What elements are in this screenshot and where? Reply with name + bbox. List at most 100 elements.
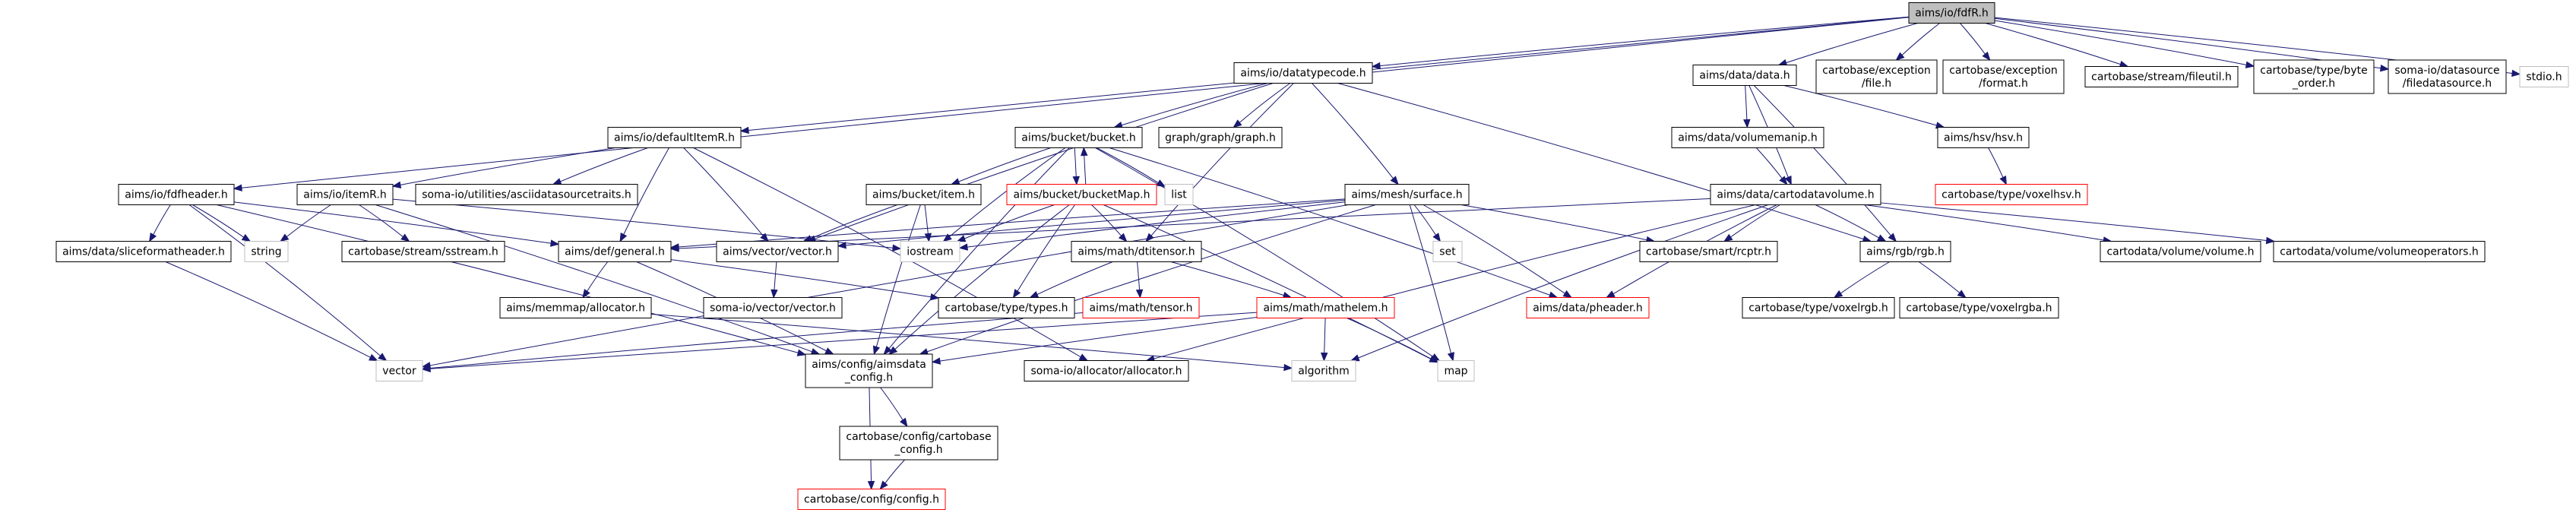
edge-fdfheader-to-vector xyxy=(188,204,388,362)
edge-bucketMap-to-map xyxy=(1103,204,1439,363)
node-label: string xyxy=(251,246,281,258)
node-voxelrgb[interactable]: cartobase/type/voxelrgb.h xyxy=(1742,297,1895,318)
node-label: cartobase/smart/rcptr.h xyxy=(1646,246,1771,258)
node-label: cartobase/type/voxelrgb.h xyxy=(1748,302,1888,315)
node-box xyxy=(900,241,960,262)
node-fileutil[interactable]: cartobase/stream/fileutil.h xyxy=(2084,66,2239,87)
node-asciids[interactable]: soma-io/utilities/asciidatasourcetraits.… xyxy=(415,184,638,205)
node-label: /filedatasource.h xyxy=(2403,78,2492,90)
node-hsv[interactable]: aims/hsv/hsv.h xyxy=(1937,127,2030,148)
node-voxelrgba[interactable]: cartobase/type/voxelrgba.h xyxy=(1899,297,2059,318)
node-memmap[interactable]: aims/memmap/allocator.h xyxy=(499,297,652,318)
edge-surface-to-rcptr xyxy=(1460,204,1656,244)
node-fdfheader[interactable]: aims/io/fdfheader.h xyxy=(118,184,235,205)
node-label: map xyxy=(1444,366,1467,378)
edge-bucketMap-to-aimsconfig xyxy=(888,204,1070,355)
node-mathelem[interactable]: aims/math/mathelem.h xyxy=(1256,297,1395,318)
node-label: aims/data/sliceformatheader.h xyxy=(62,246,225,258)
node-filedatasource[interactable]: soma-io/datasource/filedatasource.h xyxy=(2388,59,2507,94)
node-somavector[interactable]: soma-io/vector/vector.h xyxy=(703,297,843,318)
edge-rgb-to-voxelrgba xyxy=(1918,261,1967,299)
node-voxelhsv[interactable]: cartobase/type/voxelhsv.h xyxy=(1935,184,2088,205)
node-rcptr[interactable]: cartobase/smart/rcptr.h xyxy=(1639,241,1778,262)
node-label: _config.h xyxy=(894,444,942,456)
node-byteorder[interactable]: cartobase/type/byte_order.h xyxy=(2253,59,2375,94)
node-aimsconfig[interactable]: aims/config/aimsdata_config.h xyxy=(805,353,933,388)
edge-bucket-to-aimsconfig xyxy=(883,147,1070,356)
edge-mathelem-to-map xyxy=(1347,318,1439,362)
node-pheader[interactable]: aims/data/pheader.h xyxy=(1526,297,1650,318)
node-bucket[interactable]: aims/bucket/bucket.h xyxy=(1014,127,1143,148)
node-box xyxy=(415,184,638,205)
node-label: aims/io/itemR.h xyxy=(303,189,386,201)
node-tensor[interactable]: aims/math/tensor.h xyxy=(1082,297,1200,318)
node-box xyxy=(1639,241,1778,262)
node-box xyxy=(1671,127,1824,148)
edge-fdfheader-to-aimsconfig xyxy=(216,204,807,356)
edge-surface-to-iostream xyxy=(958,201,1346,251)
node-label: /format.h xyxy=(1979,78,2028,90)
node-dtitensor[interactable]: aims/math/dtitensor.h xyxy=(1071,241,1202,262)
node-box xyxy=(1710,184,1881,205)
node-label: aims/def/general.h xyxy=(565,246,665,258)
node-cbconfig[interactable]: cartobase/config/cartobase_config.h xyxy=(839,426,998,461)
node-somaalloc[interactable]: soma-io/allocator/allocator.h xyxy=(1024,360,1189,381)
node-label: cartobase/config/cartobase xyxy=(846,431,991,443)
node-label: /file.h xyxy=(1862,78,1891,90)
node-box xyxy=(839,426,998,461)
node-config[interactable]: cartobase/config/config.h xyxy=(797,489,946,510)
node-label: soma-io/vector/vector.h xyxy=(710,302,836,315)
node-sliceformat[interactable]: aims/data/sliceformatheader.h xyxy=(55,241,232,262)
edge-general-to-memmap xyxy=(582,261,609,299)
node-box xyxy=(2084,66,2239,87)
node-box xyxy=(938,297,1075,318)
node-item[interactable]: aims/bucket/item.h xyxy=(866,184,982,205)
node-box xyxy=(1437,360,1475,381)
node-types[interactable]: cartobase/type/types.h xyxy=(938,297,1075,318)
node-iostream: iostream xyxy=(900,241,960,262)
node-box xyxy=(1692,65,1797,86)
node-box xyxy=(1908,2,1995,24)
node-label: aims/rgb/rgb.h xyxy=(1866,246,1945,258)
node-box xyxy=(866,184,982,205)
node-datatypecode[interactable]: aims/io/datatypecode.h xyxy=(1233,62,1373,84)
node-graph[interactable]: graph/graph/graph.h xyxy=(1158,127,1283,148)
node-box xyxy=(341,241,505,262)
node-root[interactable]: aims/io/fdfR.h xyxy=(1908,2,1995,24)
edge-fdfheader-to-sliceformat xyxy=(149,204,171,242)
node-surface[interactable]: aims/mesh/surface.h xyxy=(1344,184,1470,205)
edge-rgb-to-voxelrgb xyxy=(1833,261,1890,299)
node-exc_format[interactable]: cartobase/exception/format.h xyxy=(1942,59,2065,94)
node-bucketMap[interactable]: aims/bucket/bucketMap.h xyxy=(1006,184,1157,205)
node-cvolume[interactable]: cartodata/volume/volume.h xyxy=(2100,241,2261,262)
node-exc_file[interactable]: cartobase/exception/file.h xyxy=(1815,59,1938,94)
node-itemR[interactable]: aims/io/itemR.h xyxy=(296,184,394,205)
node-defaultItemR[interactable]: aims/io/defaultItemR.h xyxy=(607,127,742,148)
node-box xyxy=(55,241,232,262)
node-box xyxy=(558,241,672,262)
node-vectorh[interactable]: aims/vector/vector.h xyxy=(716,241,839,262)
node-box xyxy=(703,297,843,318)
edge-cartodatavolume-to-somaalloc xyxy=(1145,204,1756,362)
edge-cartodatavolume-to-algorithm xyxy=(1350,204,1769,362)
node-string: string xyxy=(244,241,289,262)
node-box xyxy=(2388,59,2507,94)
edge-surface-to-aimsconfig xyxy=(919,204,1376,356)
node-cartodatavolume[interactable]: aims/data/cartodatavolume.h xyxy=(1710,184,1881,205)
node-volumemanip[interactable]: aims/data/volumemanip.h xyxy=(1671,127,1824,148)
node-volops[interactable]: cartodata/volume/volumeoperators.h xyxy=(2273,241,2486,262)
edge-bucket-to-bucketMap xyxy=(1072,147,1080,185)
node-general[interactable]: aims/def/general.h xyxy=(558,241,672,262)
node-label: aims/memmap/allocator.h xyxy=(506,302,645,315)
node-label: _config.h xyxy=(844,372,893,384)
node-label: aims/data/data.h xyxy=(1699,70,1790,82)
node-rgb[interactable]: aims/rgb/rgb.h xyxy=(1859,241,1951,262)
edge-surface-to-vector xyxy=(421,204,1349,369)
node-sstream[interactable]: cartobase/stream/sstream.h xyxy=(341,241,505,262)
edge-defaultItemR-to-general xyxy=(619,147,669,242)
edge-cartodatavolume-to-rgb xyxy=(1815,204,1887,242)
edge-root-to-fdfheader xyxy=(233,17,1910,192)
node-aimsdata[interactable]: aims/data/data.h xyxy=(1692,65,1797,86)
node-label: cartodata/volume/volumeoperators.h xyxy=(2280,246,2479,258)
edge-itemR-to-aimsconfig xyxy=(375,204,821,356)
